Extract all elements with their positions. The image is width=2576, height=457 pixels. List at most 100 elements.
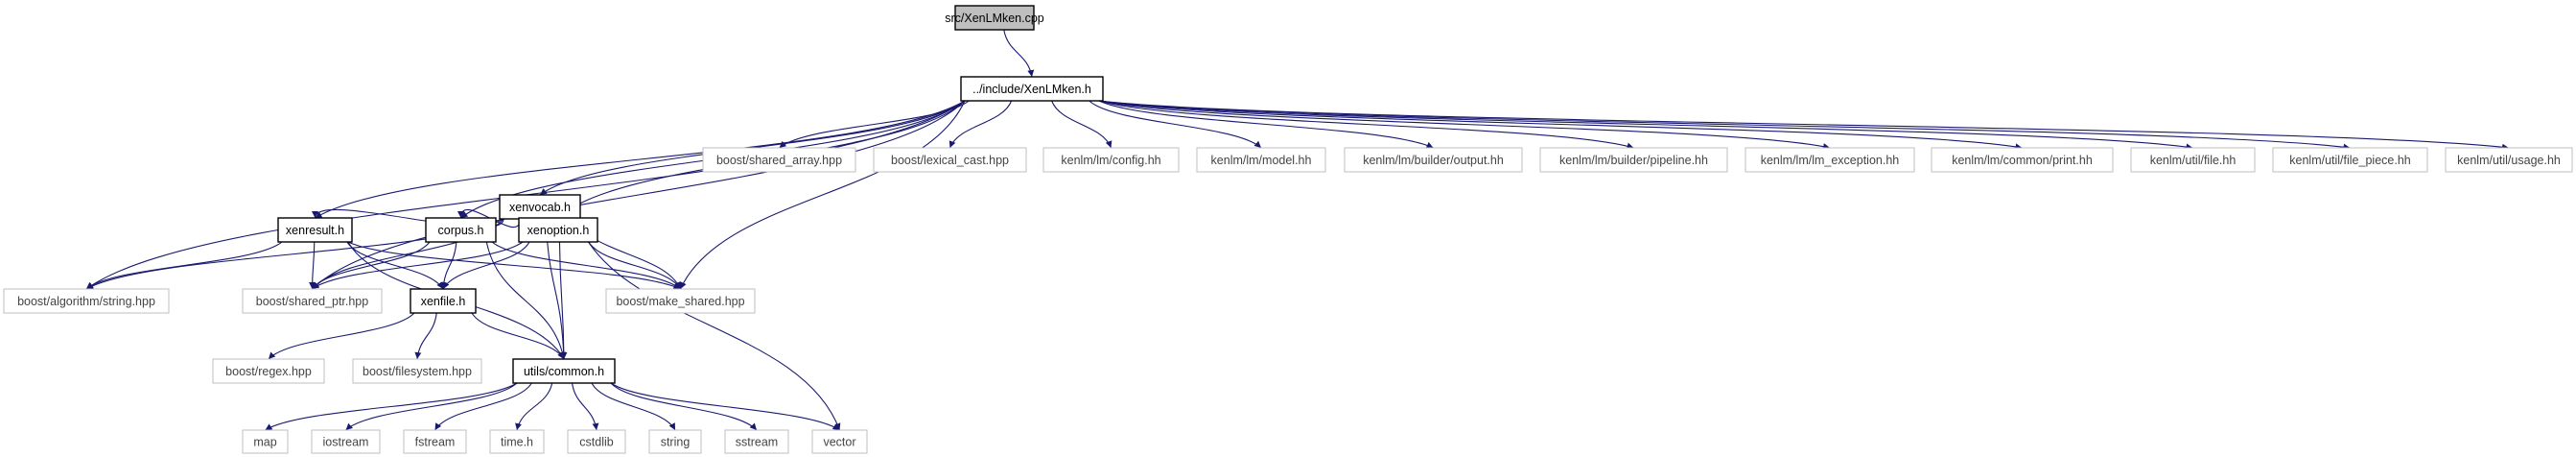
edge-corpus_h-to-common_h <box>485 241 567 360</box>
node-xenresult-h[interactable]: xenresult.h <box>277 217 353 243</box>
edge-xenoption_h-to-common_h <box>558 241 568 360</box>
node-label: iostream <box>323 436 369 449</box>
node-kenlm-lm-common-print-hh: kenlm/lm/common/print.hh <box>1931 147 2114 173</box>
edge-xenlmken_h-to-lm_exception <box>1098 100 1831 150</box>
node-label: kenlm/util/file_piece.hh <box>2289 154 2411 167</box>
node-label: time.h <box>501 436 533 449</box>
node-label: map <box>253 436 276 449</box>
node-boost-make-shared-hpp: boost/make_shared.hpp <box>605 288 756 314</box>
node-box <box>648 429 702 454</box>
node-label: utils/common.h <box>524 365 604 378</box>
edge-xenresult_h-to-make_shared <box>347 241 681 290</box>
edge-xenlmken_h-to-make_shared <box>679 100 966 290</box>
node-kenlm-lm-lm-exception-hh: kenlm/lm/lm_exception.hh <box>1745 147 1915 173</box>
node-src-xenlmken-cpp[interactable]: src/XenLMken.cpp <box>945 5 1044 31</box>
node-label: corpus.h <box>438 224 484 237</box>
node-label: kenlm/lm/common/print.hh <box>1952 154 2093 167</box>
node-iostream: iostream <box>311 429 381 454</box>
node-box <box>960 76 1104 102</box>
edge-xenlmken_h-to-util_file <box>1098 100 2193 151</box>
node-box <box>489 429 545 454</box>
node-box <box>954 5 1035 31</box>
node-label: xenvocab.h <box>509 201 571 214</box>
edge-xenlmken_h-to-lm_config <box>1051 100 1112 149</box>
node-map: map <box>242 429 289 454</box>
node-kenlm-lm-model-hh: kenlm/lm/model.hh <box>1196 147 1326 173</box>
node-boost-algorithm-string-hpp: boost/algorithm/string.hpp <box>3 288 170 314</box>
node-box <box>410 288 477 314</box>
node-label: sstream <box>736 436 778 449</box>
edge-xenfile_h-to-common_h <box>471 312 565 360</box>
node-label: kenlm/lm/builder/pipeline.hh <box>1559 154 1708 167</box>
node-box <box>277 217 353 243</box>
node-time-h: time.h <box>489 429 545 454</box>
node-label: src/XenLMken.cpp <box>945 12 1044 25</box>
node-label: ../include/XenLMken.h <box>972 83 1091 96</box>
node-box <box>2272 147 2428 173</box>
node-kenlm-lm-builder-output-hh: kenlm/lm/builder/output.hh <box>1344 147 1523 173</box>
node-layer: src/XenLMken.cpp ../include/XenLMken.h xen… <box>3 5 2573 454</box>
node-box <box>403 429 467 454</box>
node-kenlm-lm-config-hh: kenlm/lm/config.hh <box>1042 147 1180 173</box>
node-boost-regex-hpp: boost/regex.hpp <box>212 358 325 384</box>
node-box <box>873 147 1027 173</box>
edge-xenlmken_h-to-lm_print <box>1098 100 2023 151</box>
edge-xenresult_h-to-xenfile_h <box>346 241 444 290</box>
node-fstream: fstream <box>403 429 467 454</box>
node-kenlm-util-file-piece-hh: kenlm/util/file_piece.hh <box>2272 147 2428 173</box>
node-label: string <box>661 436 691 449</box>
edge-corpus_h-to-shared_ptr <box>312 241 431 290</box>
node-box <box>1745 147 1915 173</box>
edge-common_h-to-string <box>591 382 676 431</box>
node-boost-lexical-cast-hpp: boost/lexical_cast.hpp <box>873 147 1027 173</box>
node-corpus-h[interactable]: corpus.h <box>425 217 497 243</box>
node-box <box>702 147 856 173</box>
node-label: boost/algorithm/string.hpp <box>17 295 155 308</box>
node-label: boost/regex.hpp <box>225 365 312 378</box>
edge-common_h-to-sstream <box>610 382 758 431</box>
node-box <box>242 429 289 454</box>
node-boost-filesystem-hpp: boost/filesystem.hpp <box>352 358 482 384</box>
node-label: xenresult.h <box>286 224 344 237</box>
node-boost-shared-ptr-hpp: boost/shared_ptr.hpp <box>242 288 383 314</box>
node-label: kenlm/util/usage.hh <box>2457 154 2561 167</box>
node-box <box>1196 147 1326 173</box>
node-box <box>567 429 626 454</box>
node-utils-common-h[interactable]: utils/common.h <box>512 358 616 384</box>
edge-xenvocab_h-to-vector <box>575 218 841 431</box>
node-label: fstream <box>415 436 456 449</box>
node-boost-shared-array-hpp: boost/shared_array.hpp <box>702 147 856 173</box>
edge-xenlmken_h-to-shared_ptr <box>312 100 966 290</box>
node-box <box>518 217 598 243</box>
edge-xenlmken_h-to-xenresult_h <box>315 100 966 219</box>
edge-common_h-to-map <box>265 382 518 431</box>
node-xenoption-h[interactable]: xenoption.h <box>518 217 598 243</box>
node-include-xenlmken-h[interactable]: ../include/XenLMken.h <box>960 76 1104 102</box>
edge-xenlmken_h-to-util_file_piece <box>1098 100 2351 151</box>
edge-common_h-to-iostream <box>345 382 518 431</box>
node-box <box>724 429 789 454</box>
edge-xenresult_h-to-algo_string <box>85 241 283 290</box>
node-label: boost/shared_ptr.hpp <box>256 295 368 308</box>
node-box <box>3 288 170 314</box>
node-label: kenlm/lm/lm_exception.hh <box>1761 154 1900 167</box>
node-vector: vector <box>811 429 868 454</box>
edge-root-to-xenlmken_h <box>1003 29 1035 78</box>
node-label: boost/lexical_cast.hpp <box>891 154 1009 167</box>
edge-common_h-to-vector <box>610 382 840 431</box>
edge-xenlmken_h-to-lexical_cast <box>948 100 1013 149</box>
node-label: kenlm/lm/builder/output.hh <box>1363 154 1504 167</box>
node-xenvocab-h[interactable]: xenvocab.h <box>499 194 581 220</box>
edge-common_h-to-time_h <box>515 382 553 431</box>
edge-xenlmken_h-to-lm_model <box>1089 100 1262 149</box>
node-label: boost/filesystem.hpp <box>363 365 472 378</box>
node-kenlm-lm-builder-pipeline-hh: kenlm/lm/builder/pipeline.hh <box>1539 147 1728 173</box>
node-box <box>2130 147 2256 173</box>
node-xenfile-h[interactable]: xenfile.h <box>410 288 477 314</box>
edge-xenresult_h-to-shared_ptr <box>309 241 316 290</box>
node-string: string <box>648 429 702 454</box>
node-sstream: sstream <box>724 429 789 454</box>
node-box <box>811 429 868 454</box>
node-box <box>512 358 616 384</box>
